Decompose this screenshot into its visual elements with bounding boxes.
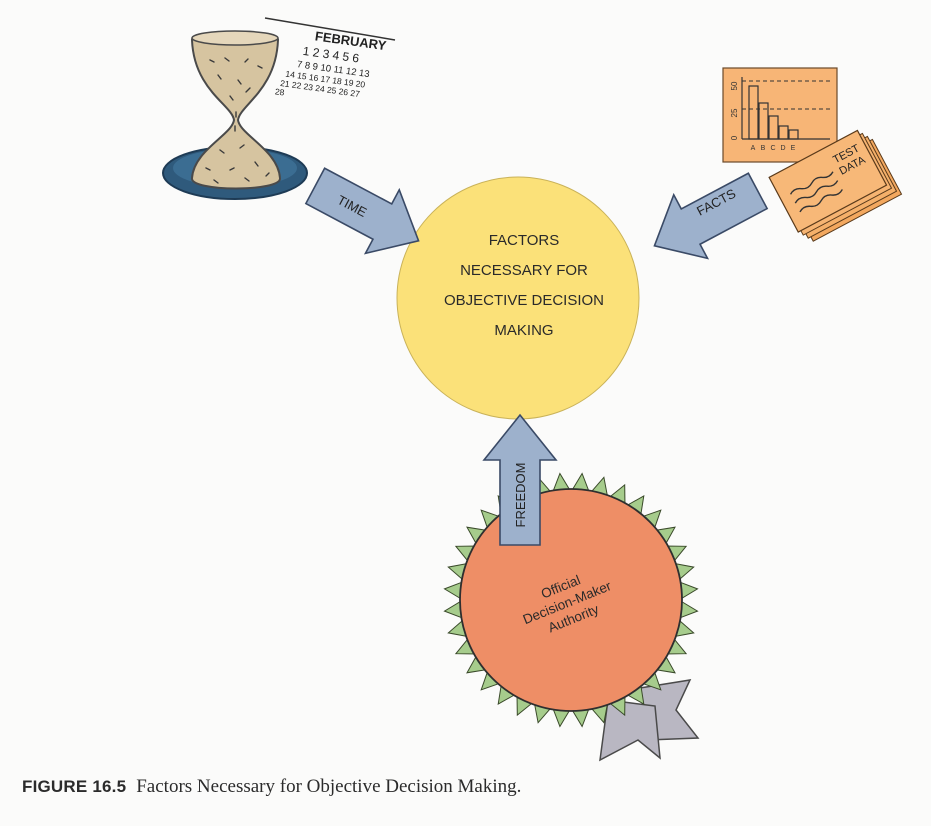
chart-bar <box>758 102 769 140</box>
chart-x-label: D <box>780 145 785 152</box>
chart-y-tick: 50 <box>730 81 739 90</box>
calendar-row: 28 <box>274 86 285 97</box>
seal-ribbon <box>599 679 700 762</box>
center-line: MAKING <box>494 322 553 339</box>
chart-x-label: B <box>761 145 766 152</box>
chart-x-label: C <box>770 145 775 152</box>
center-line: FACTORS <box>489 232 560 249</box>
chart-bar <box>748 85 759 140</box>
time-arrow: TIME <box>304 167 420 255</box>
chart-x-label: E <box>791 145 796 152</box>
bar-chart-icon: 50 25 0 A B C D E <box>722 67 838 163</box>
chart-y-tick: 25 <box>730 108 739 117</box>
chart-bar <box>788 129 799 140</box>
chart-x-label: A <box>751 145 756 152</box>
center-circle-text: FACTORS NECESSARY FOR OBJECTIVE DECISION… <box>444 232 604 339</box>
center-line: NECESSARY FOR <box>460 262 588 279</box>
freedom-arrow-label: FREEDOM <box>513 463 528 528</box>
chart-bar <box>768 115 779 140</box>
figure-caption-text: Factors Necessary for Objective Decision… <box>136 776 522 797</box>
test-data-papers-icon: TEST DATA <box>768 129 903 242</box>
calendar-icon: FEBRUARY 1 2 3 4 5 6 7 8 9 10 11 12 13 1… <box>264 17 396 99</box>
figure-number: FIGURE 16.5 <box>22 777 127 796</box>
freedom-arrow: FREEDOM <box>482 413 558 546</box>
hourglass-icon <box>162 30 308 200</box>
chart-bar <box>778 125 789 140</box>
chart-y-tick: 0 <box>730 135 739 140</box>
center-line: OBJECTIVE DECISION <box>444 292 604 309</box>
facts-arrow: FACTS <box>653 172 769 260</box>
figure-caption: FIGURE 16.5 Factors Necessary for Objecti… <box>22 776 521 798</box>
